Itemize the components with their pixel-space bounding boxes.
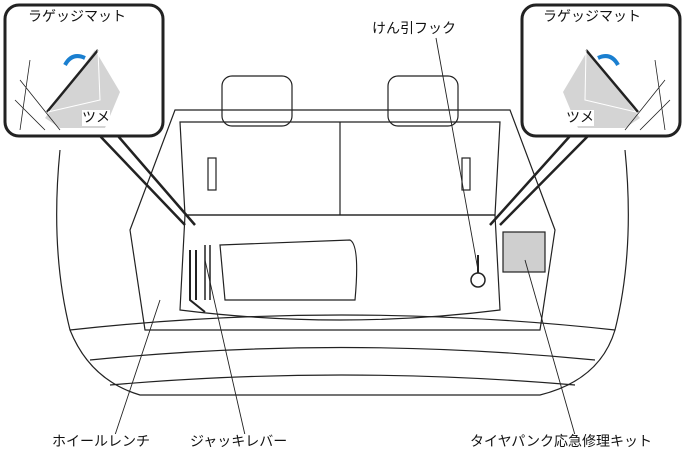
leader-lines — [114, 37, 576, 436]
claw-pointer-left — [47, 49, 101, 113]
wheel-wrench-shape — [189, 250, 206, 313]
car-body-outline — [56, 149, 629, 396]
seat-slot-right — [461, 157, 471, 191]
inset-left — [3, 3, 165, 138]
lift-arrow-left-icon — [63, 54, 86, 67]
trim-lines-left — [14, 59, 61, 131]
claw-pointer-right — [584, 49, 637, 113]
bumper — [69, 314, 616, 386]
tow-hook-shape — [470, 272, 486, 288]
label-luggage-mat-left: ラゲッジマット — [28, 9, 126, 25]
label-puncture-repair-kit: タイヤパンク応急修理キット — [470, 434, 652, 450]
label-luggage-mat-right: ラゲッジマット — [543, 9, 641, 25]
trim-lines-right — [624, 59, 671, 131]
label-tow-hook: けん引フック — [372, 21, 456, 37]
cargo-opening — [129, 109, 556, 331]
lift-arrow-right-icon — [597, 54, 620, 67]
underfloor-tray — [219, 239, 358, 301]
mat-edge-left — [46, 49, 99, 113]
headrest-right — [387, 75, 459, 127]
callout-pointer-left — [99, 135, 196, 226]
repair-kit-shape — [502, 231, 546, 273]
cargo-floor — [179, 214, 501, 321]
label-jack-lever: ジャッキレバー — [190, 434, 288, 450]
label-wheel-wrench: ホイールレンチ — [52, 434, 150, 450]
inset-right — [520, 3, 682, 138]
label-claw-left: ツメ — [82, 110, 110, 126]
jack-lever-shape — [204, 245, 211, 300]
label-claw-right: ツメ — [566, 110, 594, 126]
callout-pointer-right — [489, 135, 589, 226]
mat-edge-right — [585, 49, 639, 113]
headrest-left — [221, 75, 293, 127]
rear-seat — [179, 121, 501, 216]
seat-slot-left — [207, 157, 217, 191]
